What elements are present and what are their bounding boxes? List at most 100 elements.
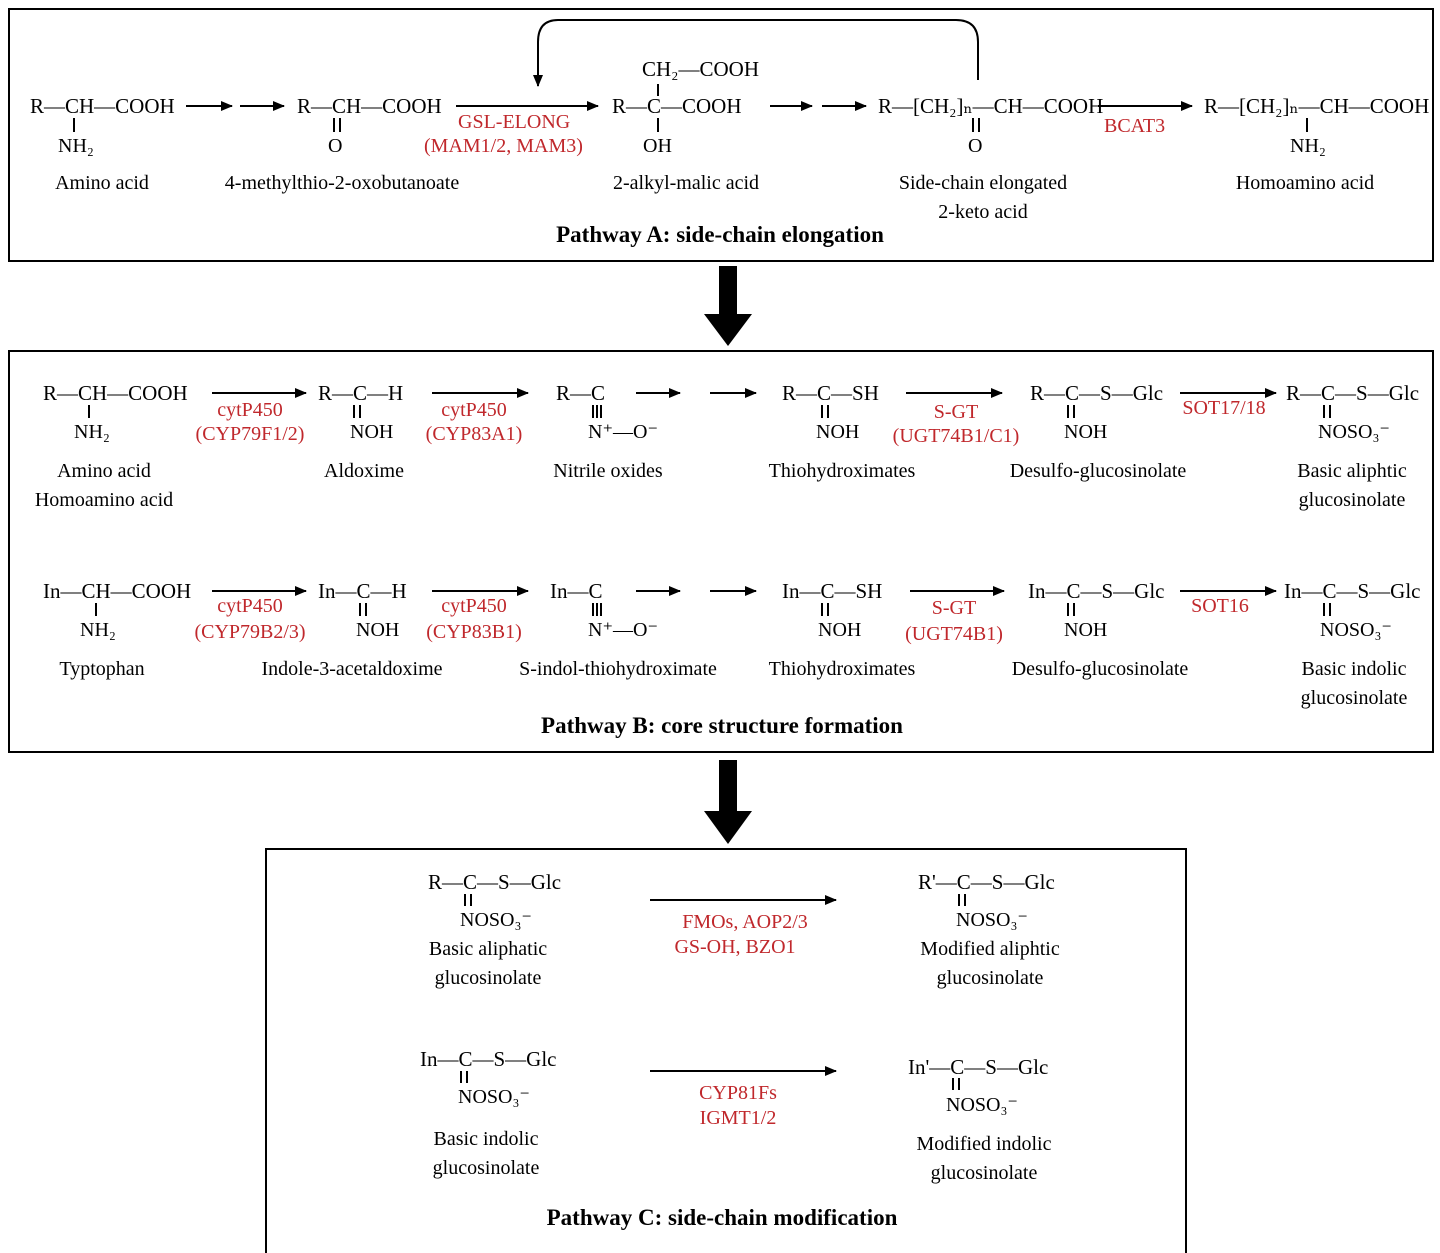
b1-label-2: Aldoxime <box>324 460 404 482</box>
b1-molecule-6-sub: NOSO₃⁻ <box>1318 421 1390 443</box>
label-keto-acid-2: 2-keto acid <box>938 201 1028 223</box>
pathway-b-title: Pathway B: core structure formation <box>541 713 903 738</box>
b2-molecule-3: In—C <box>550 579 603 603</box>
b1-molecule-1-sub: NH₂ <box>74 421 110 443</box>
c1-label-2b: glucosinolate <box>936 967 1044 989</box>
b1-molecule-1: R—CH—COOH <box>43 381 188 405</box>
b1-enzyme-4b: (UGT74B1/C1) <box>892 425 1020 447</box>
b2-enzyme-1b: (CYP79B2/3) <box>194 621 306 643</box>
pathway-b-panel <box>8 350 1434 753</box>
b1-molecule-2-sub: NOH <box>350 421 394 443</box>
b1-molecule-3: R—C <box>556 381 606 405</box>
c1-label-1b: glucosinolate <box>434 967 542 989</box>
molecule-keto-sub: O <box>968 135 983 157</box>
molecule-malic-top: CH₂—COOH <box>642 57 759 81</box>
down-arrow-b-to-c <box>704 760 752 844</box>
pathway-a-panel <box>8 8 1434 262</box>
loop-arrow <box>533 19 979 87</box>
b1-molecule-3-sub: N⁺—O⁻ <box>588 421 658 443</box>
b2-molecule-5: In—C—S—Glc <box>1028 579 1165 603</box>
label-malic-acid: 2-alkyl-malic acid <box>612 172 760 194</box>
b1-enzyme-1b: (CYP79F1/2) <box>195 423 305 445</box>
molecule-oxo-sub: O <box>328 135 343 157</box>
c2-enzyme-a: CYP81Fs <box>699 1082 777 1104</box>
b1-label-1a: Amino acid <box>57 460 151 482</box>
c2-molecule-1-sub: NOSO₃⁻ <box>458 1086 530 1108</box>
molecule-amino-acid: R—CH—COOH <box>30 94 175 118</box>
c2-enzyme-b: IGMT1/2 <box>699 1107 777 1129</box>
b2-molecule-1: In—CH—COOH <box>43 579 192 603</box>
enzyme-mam: (MAM1/2, MAM3) <box>424 135 583 157</box>
b1-enzyme-4a: S-GT <box>933 401 979 423</box>
b2-enzyme-4a: S-GT <box>931 597 977 619</box>
c2-molecule-1: In—C—S—Glc <box>420 1047 557 1071</box>
b1-enzyme-2a: cytP450 <box>441 399 507 421</box>
b1-molecule-5-sub: NOH <box>1064 421 1108 443</box>
b1-label-3: Nitrile oxides <box>553 460 663 482</box>
b2-enzyme-5: SOT16 <box>1191 595 1249 617</box>
label-amino-acid: Amino acid <box>55 172 149 194</box>
b1-molecule-4: R—C—SH <box>782 381 879 405</box>
b2-label-6a: Basic indolic <box>1301 658 1407 680</box>
down-arrow-a-to-b <box>704 266 752 346</box>
molecule-oxo: R—CH—COOH <box>297 94 442 118</box>
b2-molecule-4-sub: NOH <box>818 619 862 641</box>
label-oxobutanoate: 4-methylthio-2-oxobutanoate <box>224 172 460 194</box>
b1-enzyme-5: SOT17/18 <box>1182 397 1266 419</box>
molecule-homo-sub: NH₂ <box>1290 135 1326 157</box>
c1-molecule-1: R—C—S—Glc <box>428 870 562 894</box>
molecule-keto: R—[CH₂]ₙ—CH—COOH <box>878 94 1104 118</box>
enzyme-gsl-elong: GSL-ELONG <box>458 111 571 133</box>
b1-molecule-6: R—C—S—Glc <box>1286 381 1420 405</box>
c2-label-1a: Basic indolic <box>433 1128 539 1150</box>
b2-enzyme-2a: cytP450 <box>441 595 507 617</box>
b2-molecule-3-sub: N⁺—O⁻ <box>588 619 658 641</box>
c1-label-2a: Modified aliphtic <box>920 938 1060 960</box>
c2-label-2a: Modified indolic <box>916 1133 1052 1155</box>
c2-molecule-2-sub: NOSO₃⁻ <box>946 1094 1018 1116</box>
b2-molecule-1-sub: NH₂ <box>80 619 116 641</box>
c1-enzyme-a: FMOs, AOP2/3 <box>682 911 808 933</box>
c2-label-1b: glucosinolate <box>432 1157 540 1179</box>
b2-molecule-6-sub: NOSO₃⁻ <box>1320 619 1392 641</box>
b2-molecule-4: In—C—SH <box>782 579 883 603</box>
b2-enzyme-2b: (CYP83B1) <box>426 621 522 643</box>
b2-label-6b: glucosinolate <box>1300 687 1408 709</box>
pathway-c-panel <box>265 848 1187 1253</box>
b2-enzyme-1a: cytP450 <box>217 595 283 617</box>
b1-label-5: Desulfo-glucosinolate <box>1009 460 1187 482</box>
b1-label-6b: glucosinolate <box>1298 489 1406 511</box>
pathway-c-title: Pathway C: side-chain modification <box>546 1205 898 1230</box>
enzyme-bcat3: BCAT3 <box>1104 115 1166 137</box>
b2-molecule-2: In—C—H <box>318 579 407 603</box>
b1-molecule-4-sub: NOH <box>816 421 860 443</box>
b2-label-3: S-indol-thiohydroximate <box>519 658 717 680</box>
c1-molecule-2-sub: NOSO₃⁻ <box>956 909 1028 931</box>
b1-enzyme-2b: (CYP83A1) <box>425 423 523 445</box>
b2-enzyme-4b: (UGT74B1) <box>905 623 1003 645</box>
molecule-malic: R—C—COOH <box>612 94 742 118</box>
b1-label-1b: Homoamino acid <box>34 489 174 511</box>
b1-enzyme-1a: cytP450 <box>217 399 283 421</box>
c2-molecule-2: In'—C—S—Glc <box>908 1055 1049 1079</box>
c1-label-1a: Basic aliphatic <box>428 938 548 960</box>
pathway-a-title: Pathway A: side-chain elongation <box>556 222 884 247</box>
b2-label-4: Thiohydroximates <box>768 658 916 680</box>
b1-label-6a: Basic aliphtic <box>1297 460 1407 482</box>
c1-molecule-2: R'—C—S—Glc <box>918 870 1055 894</box>
b1-molecule-5: R—C—S—Glc <box>1030 381 1164 405</box>
b2-molecule-6: In—C—S—Glc <box>1284 579 1421 603</box>
b1-label-4: Thiohydroximates <box>768 460 916 482</box>
molecule-homo: R—[CH₂]ₙ—CH—COOH <box>1204 94 1430 118</box>
b1-molecule-2: R—C—H <box>318 381 404 405</box>
label-keto-acid-1: Side-chain elongated <box>898 172 1068 194</box>
b2-label-2: Indole-3-acetaldoxime <box>261 658 443 680</box>
b2-molecule-2-sub: NOH <box>356 619 400 641</box>
b2-label-5: Desulfo-glucosinolate <box>1011 658 1189 680</box>
c2-label-2b: glucosinolate <box>930 1162 1038 1184</box>
c1-enzyme-b: GS-OH, BZO1 <box>674 936 796 958</box>
molecule-amino-acid-sub: NH₂ <box>58 135 94 157</box>
b2-molecule-5-sub: NOH <box>1064 619 1108 641</box>
molecule-malic-sub: OH <box>643 135 672 157</box>
b2-label-1: Typtophan <box>59 658 145 680</box>
